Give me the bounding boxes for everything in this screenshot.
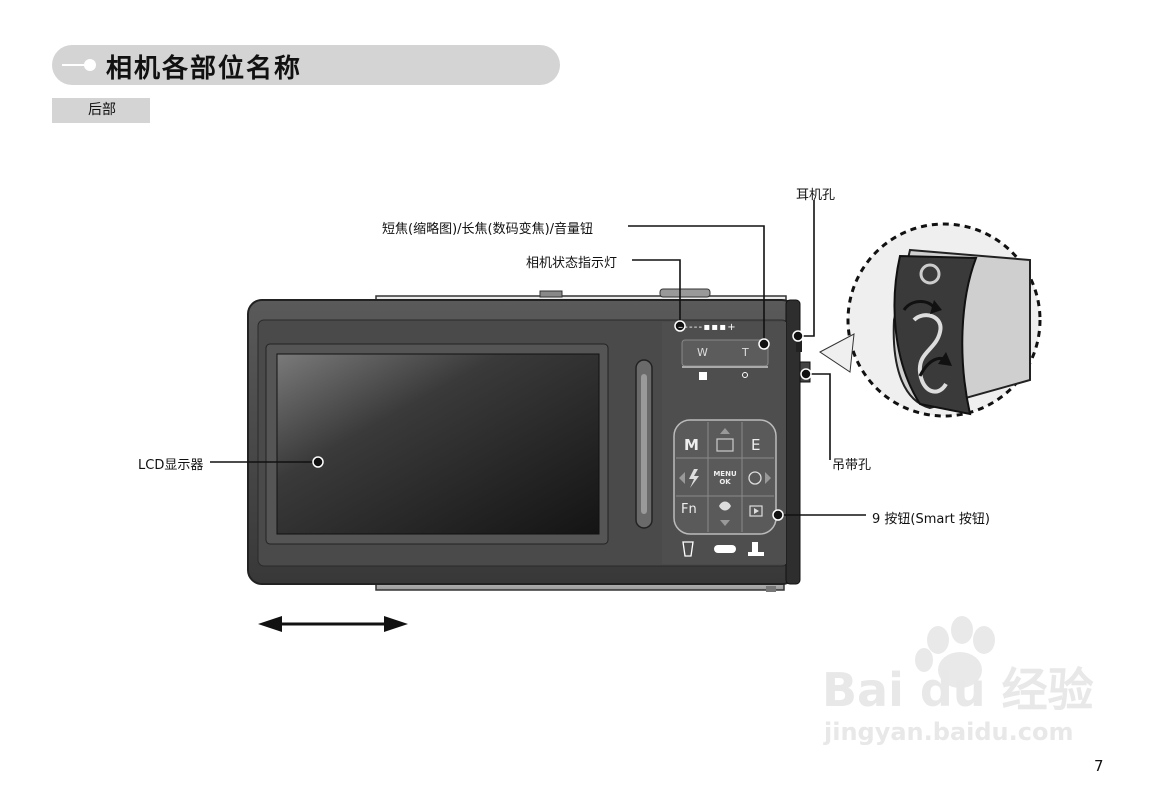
title-dot-decoration	[84, 59, 96, 71]
watermark-url: jingyan.baidu.com	[824, 718, 1074, 746]
key-m: M	[684, 436, 699, 454]
section-tab: 后部	[52, 98, 150, 123]
zoom-w-label: W	[697, 346, 708, 359]
slide-direction-arrow	[258, 616, 408, 632]
callout-earphone-jack: 耳机孔	[796, 188, 836, 203]
key-menu-label: MENU	[713, 470, 737, 478]
watermark-paw-logo	[915, 616, 995, 688]
zoom-t-label: T	[742, 346, 749, 359]
page-number: 7	[1094, 757, 1104, 775]
page-title: 相机各部位名称	[106, 54, 303, 84]
callout-dots	[312, 320, 812, 521]
title-line-decoration	[62, 64, 84, 66]
key-ok-label: OK	[719, 478, 731, 486]
callout-smart-button: 9 按钮(Smart 按钮)	[872, 512, 991, 527]
volume-scale: – - - - - ▪ ▪ ▪ +	[678, 322, 736, 333]
watermark-brand: Bai du 经验	[822, 663, 1094, 717]
key-fn: Fn	[681, 502, 697, 517]
callout-strap-eyelet: 吊带孔	[832, 458, 872, 473]
key-menu-ok: MENU OK	[709, 470, 741, 486]
callout-status-lamp: 相机状态指示灯	[526, 256, 618, 271]
title-bar	[52, 45, 560, 85]
key-e: E	[751, 436, 761, 454]
vertical-slider	[635, 359, 653, 529]
callout-zoom-volume: 短焦(缩略图)/长焦(数码变焦)/音量钮	[382, 222, 594, 237]
control-panel	[662, 322, 786, 564]
callout-lcd: LCD显示器	[138, 458, 204, 473]
lcd-screen	[265, 343, 609, 545]
strap-detail-inset	[819, 222, 1042, 418]
